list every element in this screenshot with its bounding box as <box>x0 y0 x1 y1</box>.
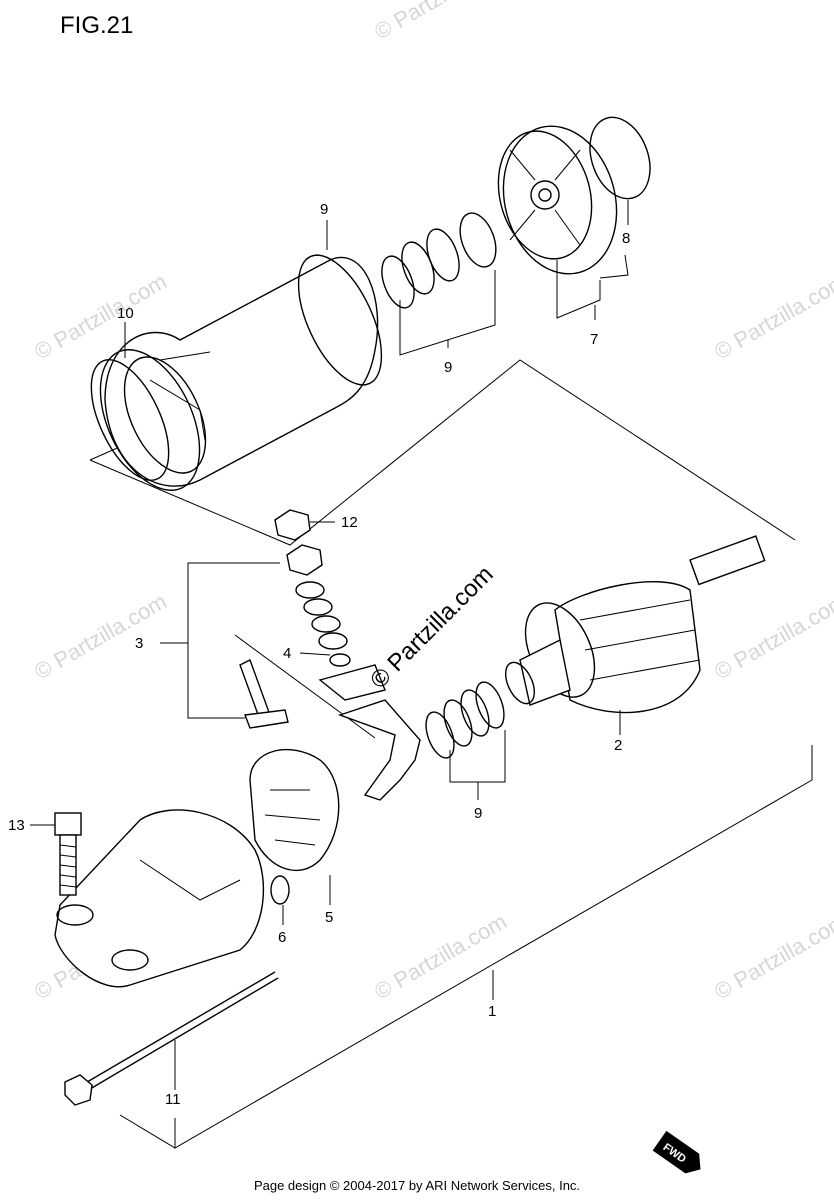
armature-drawing <box>504 535 766 714</box>
faint-watermark: © Partzilla.com <box>710 909 834 1005</box>
callout-2: 2 <box>614 737 622 754</box>
commutator-housing-drawing <box>54 809 265 988</box>
faint-watermark: © Partzilla.com <box>370 909 511 1005</box>
callout-5: 5 <box>325 909 333 926</box>
callout-9-top: 9 <box>444 359 452 376</box>
through-bolt-drawing <box>64 971 279 1106</box>
callout-13: 13 <box>8 817 25 834</box>
leader-lines <box>30 200 629 1090</box>
callout-12: 12 <box>341 514 358 531</box>
page-footer: Page design © 2004-2017 by ARI Network S… <box>253 1178 581 1193</box>
faint-watermark: © Partzilla.com <box>710 589 834 685</box>
nut-washer-stack-drawing <box>274 509 351 667</box>
callout-7: 7 <box>590 331 598 348</box>
callout-3: 3 <box>135 635 143 652</box>
brush-plate-drawing <box>249 664 421 871</box>
fwd-arrow-badge: FWD <box>652 1130 701 1174</box>
callout-6: 6 <box>278 929 286 946</box>
terminal-bolt-drawing <box>234 634 376 739</box>
callout-1: 1 <box>488 1003 496 1020</box>
callout-10-left: 10 <box>117 305 134 322</box>
top-washers-drawing <box>381 212 497 309</box>
callout-8: 8 <box>622 230 630 247</box>
partzilla-watermark: © Partzilla.com <box>365 561 498 694</box>
faint-watermark: © Partzilla.com <box>30 589 171 685</box>
lower-washers-drawing <box>425 681 505 759</box>
faint-watermark: © Partzilla.com <box>370 0 511 44</box>
mounting-bolt-drawing <box>54 812 82 896</box>
callout-10-top: 9 <box>320 201 328 218</box>
callout-9-bottom: 9 <box>474 805 482 822</box>
yoke-housing-drawing <box>90 254 383 491</box>
end-cover-drawing <box>497 125 618 275</box>
lower-assembly-outline <box>119 745 813 1149</box>
faint-watermark: © Partzilla.com <box>710 269 834 365</box>
washer-6-drawing <box>270 875 290 905</box>
figure-title: FIG.21 <box>60 12 134 39</box>
callout-11: 11 <box>165 1091 181 1108</box>
callout-labels: 9 10 9 7 8 12 3 4 2 9 5 6 13 1 11 <box>8 201 630 1108</box>
callout-4: 4 <box>283 645 291 662</box>
o-ring-drawing <box>589 116 651 200</box>
